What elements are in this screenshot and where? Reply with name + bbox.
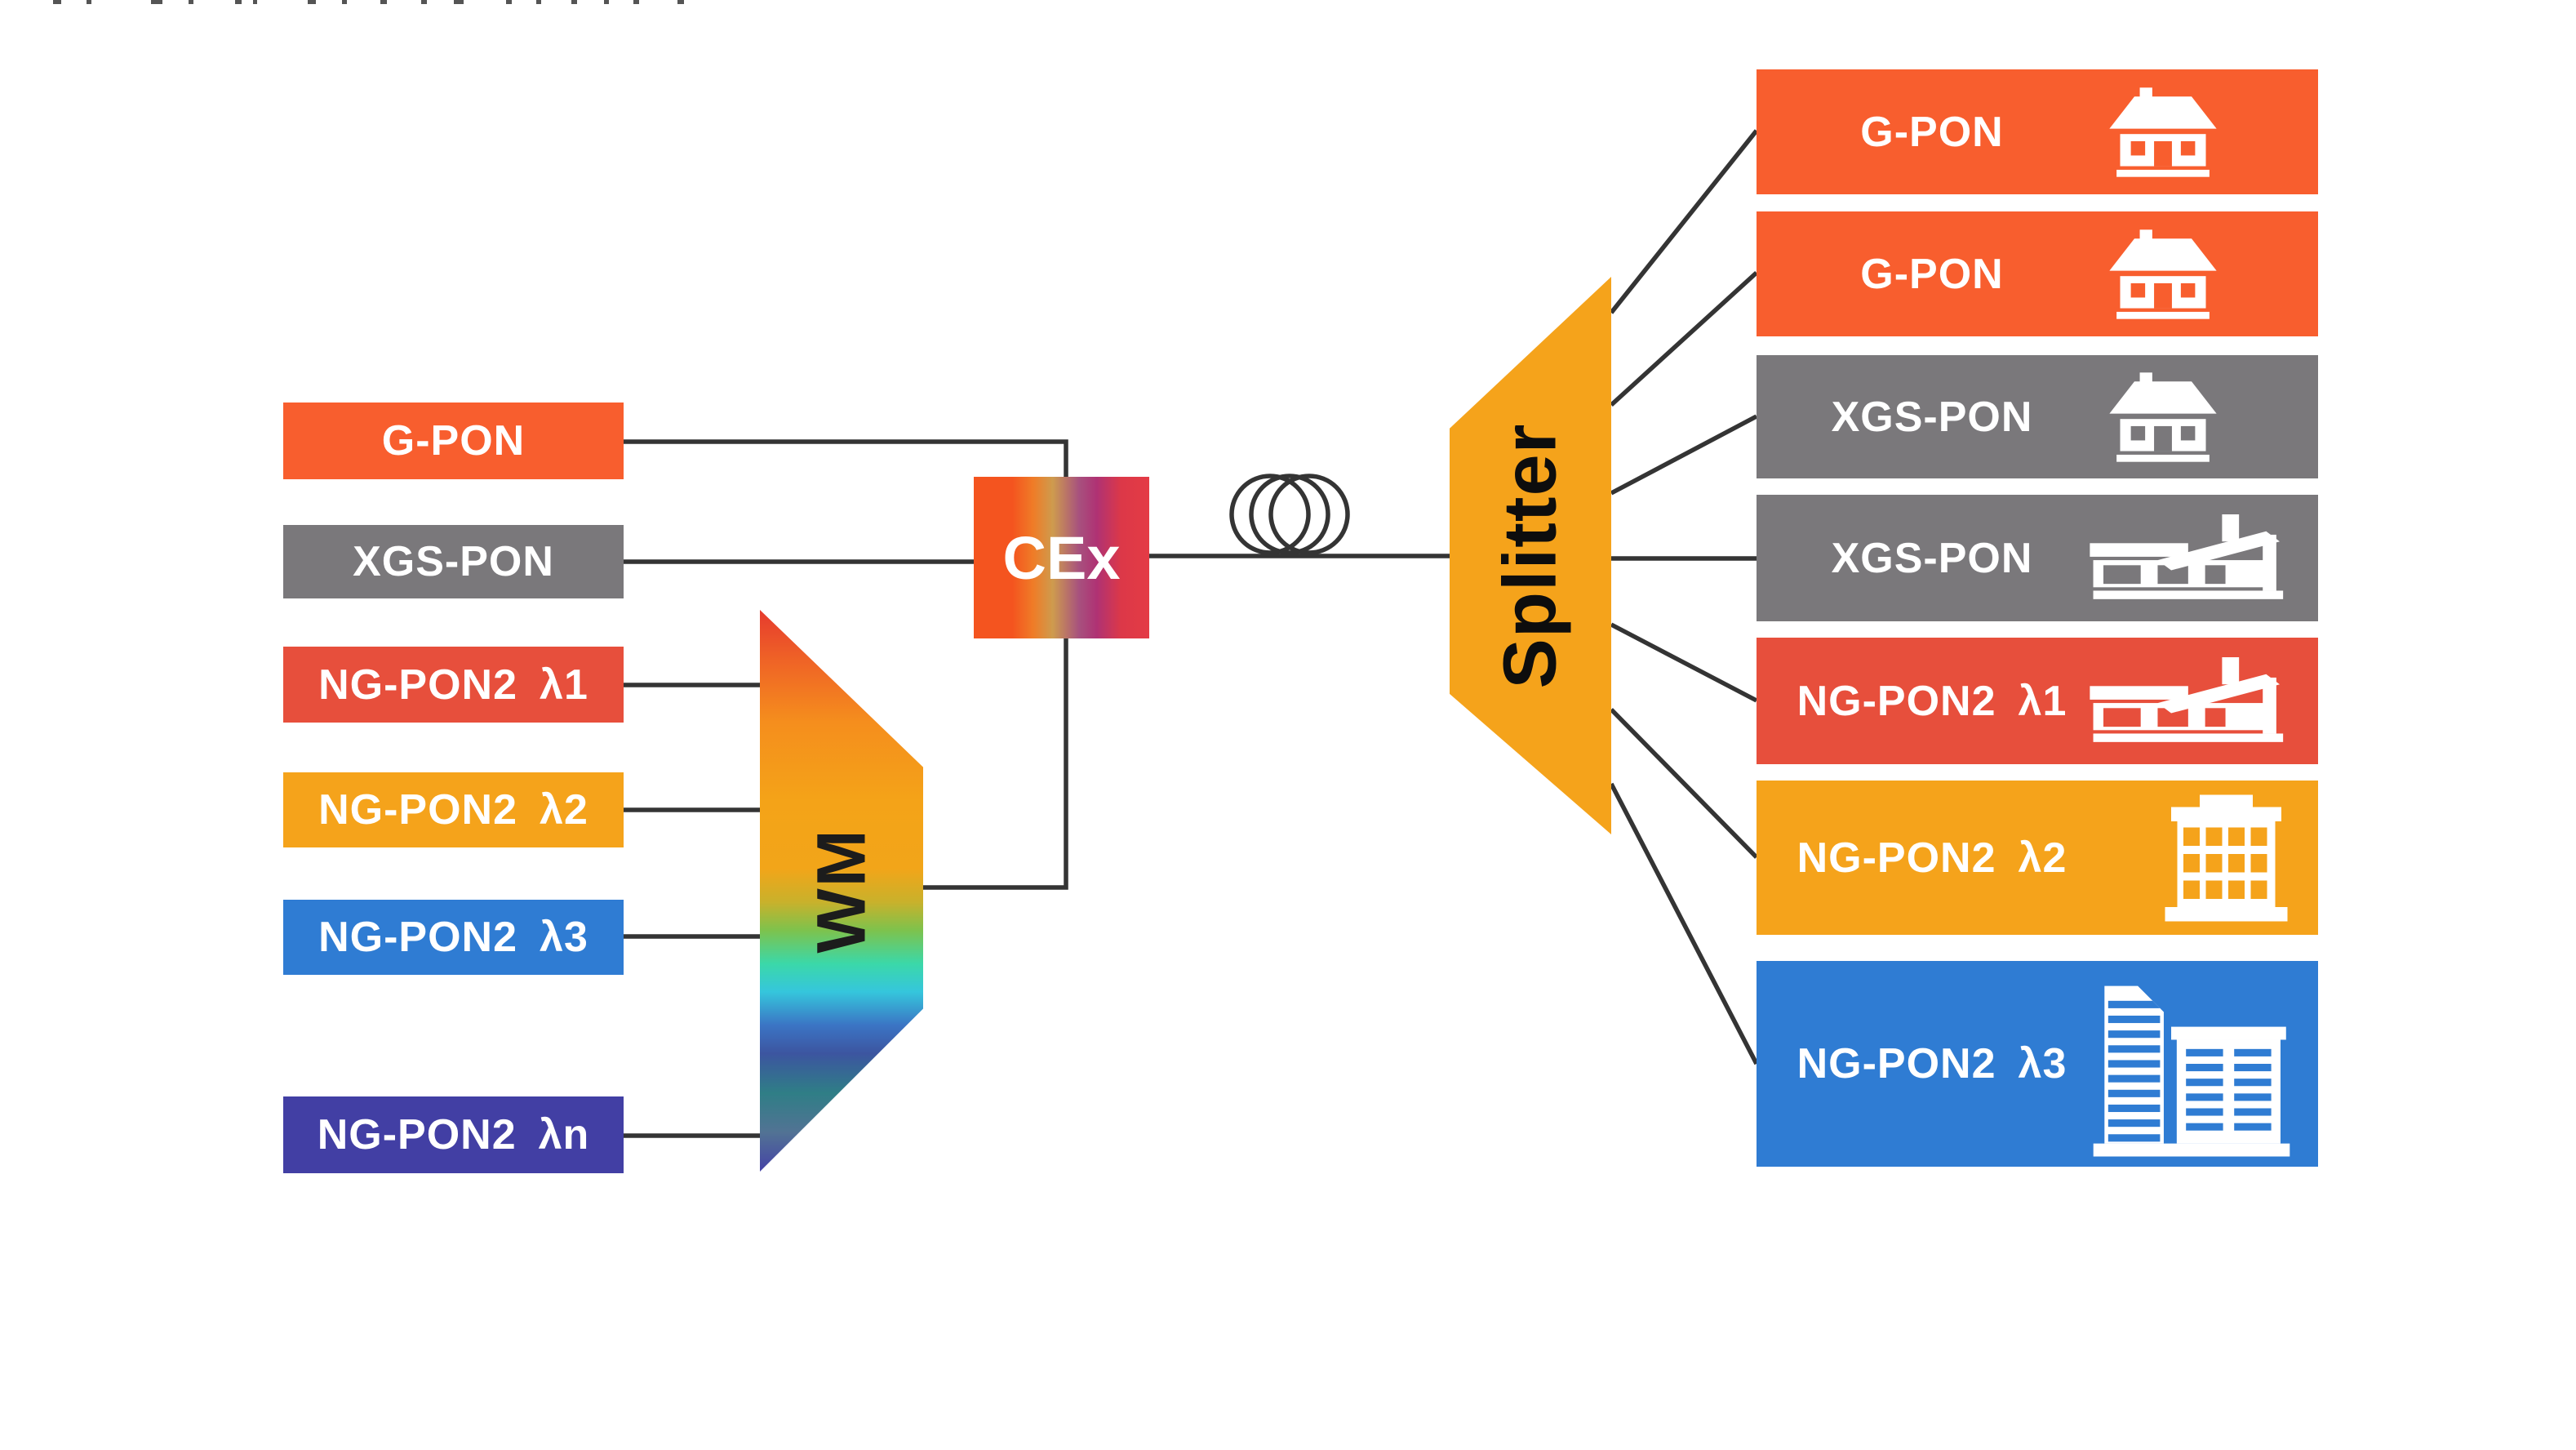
node-gpon-source: G-PON xyxy=(283,403,624,479)
endpoint-label: G-PON xyxy=(1860,108,2004,156)
fiber-coil-icon xyxy=(1229,474,1350,555)
node-label: NG-PON2 λ3 xyxy=(318,914,588,961)
wire-splitter-out-6 xyxy=(1610,708,1758,859)
endpoint-xgspon-2: XGS-PON xyxy=(1757,495,2318,621)
wires xyxy=(623,129,1759,1138)
coexistence-element: CEx xyxy=(974,477,1149,638)
node-label: NG-PON2 λn xyxy=(317,1111,590,1159)
node-label: NG-PON2 λ1 xyxy=(318,661,588,709)
cottage-house-icon xyxy=(2106,371,2220,462)
modern-house-icon xyxy=(2090,514,2294,603)
cropped-caption-fragment xyxy=(53,0,684,4)
endpoint-gpon-1: G-PON xyxy=(1757,69,2318,194)
node-ngpon2-lambdan-source: NG-PON2 λn xyxy=(283,1096,624,1173)
endpoint-label: G-PON xyxy=(1860,250,2004,298)
splitter-label: Splitter xyxy=(1488,423,1572,688)
cex-label: CEx xyxy=(1002,523,1121,592)
endpoint-label: NG-PON2 λ1 xyxy=(1797,677,2067,725)
endpoint-ngpon2-lambda3: NG-PON2 λ3 xyxy=(1757,961,2318,1167)
wire-splitter-out-7 xyxy=(1609,782,1759,1065)
node-label: G-PON xyxy=(381,417,526,465)
wm-label: WM xyxy=(802,828,880,954)
office-building-icon xyxy=(2159,794,2294,921)
node-ngpon2-lambda3-source: NG-PON2 λ3 xyxy=(283,900,624,975)
wire-wm-to-cex xyxy=(923,638,1068,890)
endpoint-ngpon2-lambda1: NG-PON2 λ1 xyxy=(1757,638,2318,764)
wire-gpon-to-cex xyxy=(623,439,1068,478)
modern-house-icon xyxy=(2090,656,2294,745)
wire-splitter-out-3 xyxy=(1610,414,1758,496)
node-xgspon-source: XGS-PON xyxy=(283,525,624,598)
endpoint-ngpon2-lambda2: NG-PON2 λ2 xyxy=(1757,781,2318,935)
node-label: XGS-PON xyxy=(353,538,554,585)
endpoint-label: NG-PON2 λ3 xyxy=(1797,1040,2067,1088)
node-ngpon2-lambda1-source: NG-PON2 λ1 xyxy=(283,647,624,723)
node-label: NG-PON2 λ2 xyxy=(318,786,588,834)
endpoint-label: XGS-PON xyxy=(1831,393,2033,441)
endpoint-label: XGS-PON xyxy=(1831,534,2033,582)
node-ngpon2-lambda2-source: NG-PON2 λ2 xyxy=(283,772,624,847)
endpoint-label: NG-PON2 λ2 xyxy=(1797,834,2067,882)
wire-splitter-out-2 xyxy=(1610,270,1758,407)
wire-splitter-out-1 xyxy=(1609,129,1759,314)
endpoint-xgspon-1: XGS-PON xyxy=(1757,355,2318,478)
city-towers-icon xyxy=(2090,972,2294,1157)
cottage-house-icon xyxy=(2106,87,2220,177)
endpoint-gpon-2: G-PON xyxy=(1757,211,2318,336)
wire-splitter-out-5 xyxy=(1610,622,1758,703)
cottage-house-icon xyxy=(2106,229,2220,319)
